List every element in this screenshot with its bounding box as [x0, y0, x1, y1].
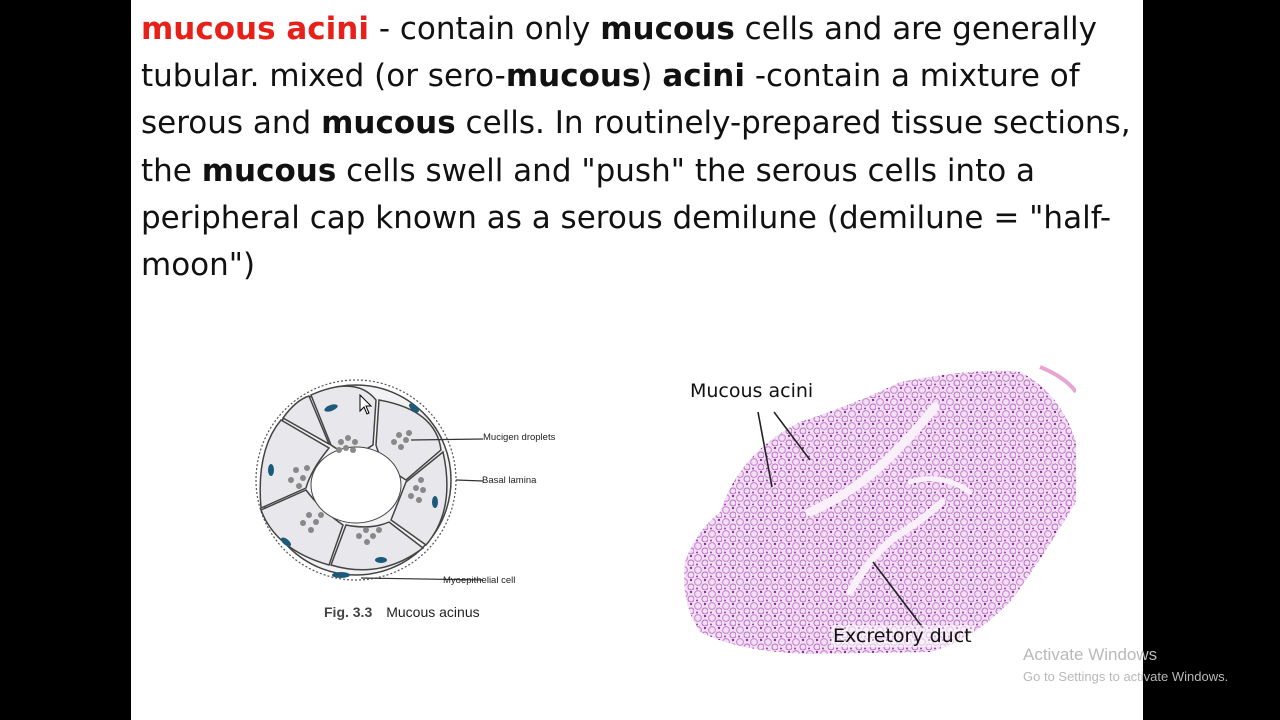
- label-basal-lamina: Basal lamina: [482, 475, 537, 486]
- text-run: cells swell and "push" the serous cells …: [141, 152, 1112, 284]
- bold-term: mucous: [201, 152, 337, 189]
- bold-term: acini: [662, 58, 745, 95]
- text-run: -contain a mixture of serous and: [141, 58, 1080, 142]
- mouse-pointer-icon: [359, 394, 373, 415]
- windows-activation-watermark: Activate Windows Go to Settings to activ…: [1023, 645, 1228, 684]
- slide-paragraph: mucous acini - contain only mucous cells…: [141, 6, 1141, 289]
- figure-title: Mucous acinus: [386, 604, 480, 620]
- label-mucigen-droplets: Mucigen droplets: [483, 432, 556, 443]
- text-run: - contain only: [368, 11, 601, 47]
- term-mucous-acini: mucous acini: [141, 11, 369, 47]
- label-myoepithelial-cell: Myoepithelial cell: [443, 575, 516, 586]
- bold-term: mucous: [321, 105, 456, 142]
- micrograph-image: [684, 365, 1076, 654]
- figure-number: Fig. 3.3: [324, 604, 373, 620]
- bold-term: mucous: [505, 58, 641, 95]
- mucous-acinus-diagram: [255, 379, 484, 581]
- text-run: ): [640, 58, 663, 95]
- watermark-subtitle: Go to Settings to activate Windows.: [1023, 669, 1229, 684]
- figure-caption: Fig. 3.3 Mucous acinus: [324, 604, 480, 620]
- watermark-title: Activate Windows: [1023, 645, 1158, 664]
- text-run: cells. In routinely-prepared tissue sect…: [141, 105, 1131, 189]
- text-run: cells and are generally tubular. mixed (…: [141, 11, 1097, 95]
- slide: mucous acini - contain only mucous cells…: [131, 0, 1143, 720]
- label-mucous-acini: Mucous acini: [688, 380, 816, 402]
- bold-term: mucous: [600, 11, 735, 47]
- label-excretory-duct: Excretory duct: [831, 625, 974, 647]
